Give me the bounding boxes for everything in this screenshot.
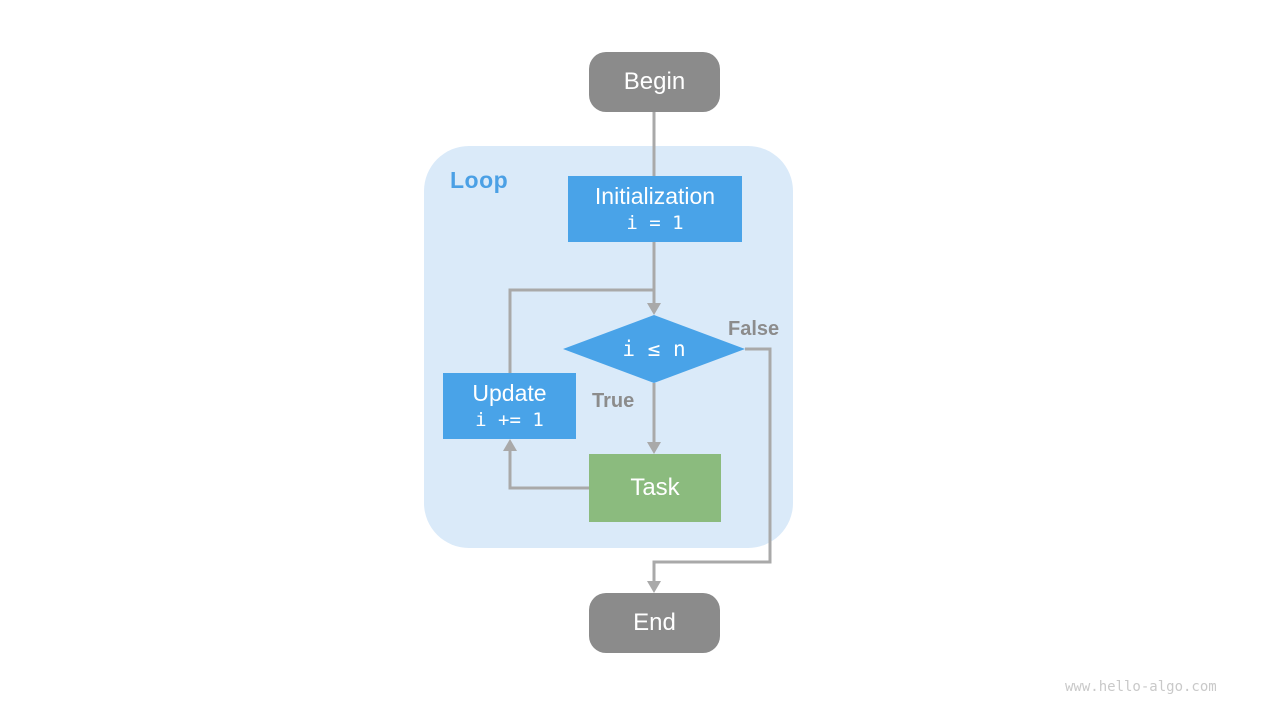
arrowhead-end-top <box>647 581 661 593</box>
node-initialization: Initialization i = 1 <box>568 176 742 242</box>
loop-group-label: Loop <box>450 167 509 193</box>
arrowhead-task-top <box>647 442 661 454</box>
node-update-title: Update <box>472 380 547 406</box>
edge-label-false: False <box>728 318 780 340</box>
node-task: Task <box>589 454 721 522</box>
edge-update-to-condition <box>508 288 654 373</box>
node-update-code: i += 1 <box>475 409 544 431</box>
arrowhead-condition-top <box>647 303 661 315</box>
node-end: End <box>589 593 720 653</box>
node-initialization-code: i = 1 <box>626 212 684 234</box>
edge-condition-to-end <box>652 347 772 586</box>
edge-label-true: True <box>592 390 635 412</box>
node-update: Update i += 1 <box>443 373 576 439</box>
node-begin-label: Begin <box>623 68 686 95</box>
node-condition-code: i ≤ n <box>622 337 686 361</box>
node-task-label: Task <box>630 474 680 501</box>
node-end-label: End <box>633 609 676 636</box>
node-initialization-title: Initialization <box>594 183 716 209</box>
arrowhead-update-bottom <box>503 439 517 451</box>
node-begin: Begin <box>589 52 720 112</box>
edge-task-to-update <box>508 444 589 490</box>
watermark-text: www.hello-algo.com <box>1065 679 1217 695</box>
